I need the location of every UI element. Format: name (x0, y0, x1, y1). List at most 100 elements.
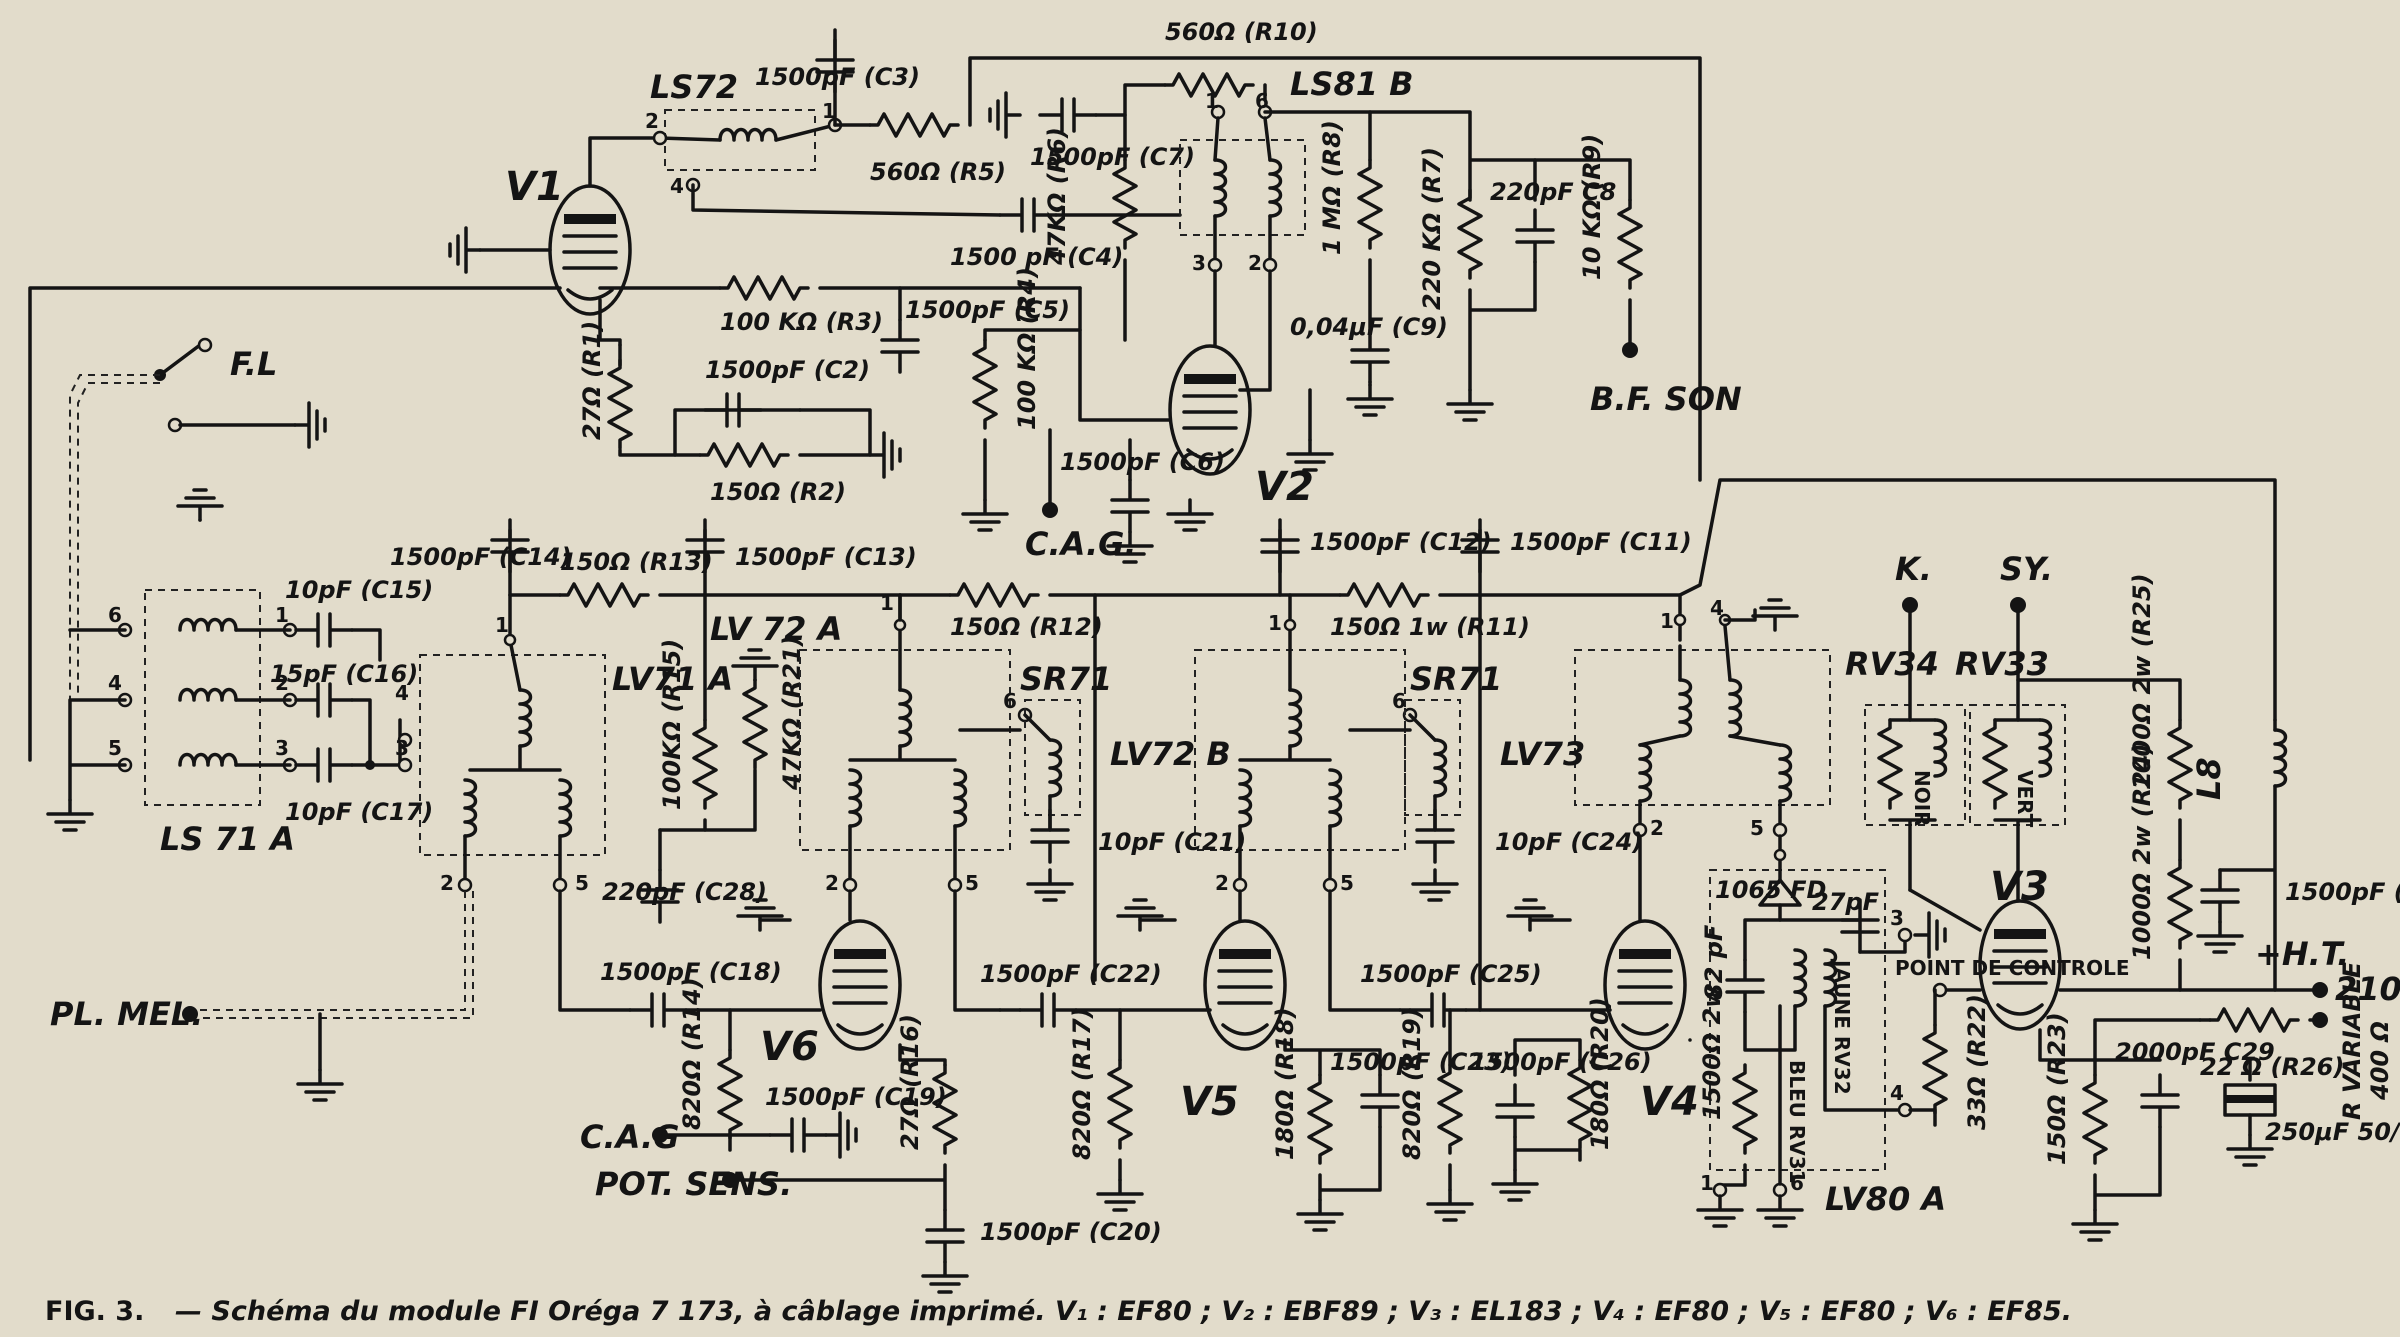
lv72a-pin5: 5 (965, 871, 979, 895)
lv73-pin4: 4 (1710, 596, 1724, 620)
ht-bus: 150Ω (R13) 150Ω (R12) 150Ω 1w (R11) 1500… (390, 478, 2277, 722)
r11-label: 150Ω 1w (R11) (1330, 613, 1530, 641)
caption-text: — Schéma du module FI Oréga 7 173, à câb… (175, 1296, 2072, 1327)
rv34-box (1864, 704, 1966, 826)
r18-label: 180Ω (R18) (1271, 1007, 1299, 1160)
c17-label: 10pF (C17) (285, 798, 433, 826)
ls72-label: LS72 (650, 68, 738, 106)
c13-label: 1500pF (C13) (735, 543, 917, 571)
ls71a-pin2: 2 (275, 671, 289, 695)
c19-label: 1500pF (C19) (765, 1083, 947, 1111)
r23-label: 150Ω (R23) (2043, 1012, 2071, 1165)
c28-label: 220pF (C28) (602, 878, 767, 906)
c25-label: 1500pF (C25) (1360, 960, 1542, 988)
pot-sens-label: POT. SENS. (595, 1165, 792, 1203)
210v-label: 210v. (2335, 970, 2400, 1008)
ls81b-box (1179, 139, 1306, 236)
rv33-label: RV33 (1955, 645, 2049, 683)
r15-label: 100KΩ (R15) (658, 639, 686, 810)
noir-label: NOIR (1910, 770, 1934, 827)
c30-label: 250μF 50/60v. (C30) (2265, 1118, 2400, 1146)
r10-label: 560Ω (R10) (1165, 18, 1318, 46)
v1-label: V1 (505, 164, 564, 210)
r14-label: 820Ω (R14) (678, 977, 706, 1130)
r8-label: 1 MΩ (R8) (1318, 120, 1346, 255)
lv73-label: LV73 (1500, 735, 1585, 773)
c20-label: 1500pF (C20) (980, 1218, 1162, 1246)
caption: FIG. 3. — Schéma du module FI Oréga 7 17… (45, 1296, 2072, 1327)
fl-label: F.L (230, 345, 277, 383)
r16-label: 27Ω (R16) (896, 1014, 924, 1150)
v2-stage: V2 100 KΩ (R4) C.A.G. 1500pF (C6) 1500pF… (961, 18, 1742, 564)
c24-label: 10pF (C24) (1495, 828, 1643, 856)
lv80a-pin3: 3 (1890, 906, 1904, 930)
bf-son-label: B.F. SON (1590, 380, 1742, 418)
v4-label: V4 (1640, 1079, 1699, 1125)
lv72b-box (1194, 649, 1406, 851)
ls71a-pin5: 5 (108, 736, 122, 760)
lv72b-pin6: 6 (1392, 689, 1406, 713)
ls71a-pin4: 4 (108, 671, 122, 695)
c82-label: 82 pF (1700, 924, 1728, 1000)
v6-label: V6 (760, 1024, 819, 1070)
sr71a-box (1024, 699, 1081, 816)
ls81b-pin3: 3 (1192, 251, 1206, 275)
v5-stage: LV72 B 1 2 5 6 SR71 10pF (C21) V5 820Ω (… (1068, 593, 1542, 1232)
c11-label: 1500pF (C11) (1510, 528, 1692, 556)
lv73-pin1: 1 (1660, 609, 1674, 633)
agc-network: 100KΩ (R15) 47KΩ (R21) LV 72 A 220pF (C2… (602, 593, 842, 924)
ls81b-pin6: 6 (1255, 89, 1269, 113)
v4-stage: 820Ω (R19) LV73 1 4 2 5 10pF (C24) V4 15… (1398, 593, 1831, 1222)
k-label: K. (1895, 550, 1932, 588)
ls72-pin1: 1 (822, 99, 836, 123)
lv73-pin2: 2 (1650, 816, 1664, 840)
lv72b-pin1: 1 (1268, 611, 1282, 635)
pl-mel-label: PL. MEL. (50, 995, 203, 1033)
rv34-label: RV34 (1845, 645, 1939, 683)
ls71a-pin3: 3 (275, 736, 289, 760)
c4-label: 1500 pF (C4) (950, 243, 1123, 271)
lv80a-pin1: 1 (1700, 1171, 1714, 1195)
c6-label: 1500pF (C6) (1060, 448, 1225, 476)
sr71b-label: SR71 (1410, 660, 1502, 698)
lv71a-pin3: 3 (395, 736, 409, 760)
ls71a-label: LS 71 A (160, 820, 295, 858)
r17-label: 820Ω (R17) (1068, 1007, 1096, 1160)
lv72b-pin2: 2 (1215, 871, 1229, 895)
c27-label: 27pF (1812, 888, 1880, 916)
lv71a-label: LV71 A (612, 660, 733, 698)
lv72a-label: LV 72 A (710, 610, 842, 648)
r3-label: 100 KΩ (R3) (720, 308, 883, 336)
c8-label: 220pF C8 (1490, 178, 1616, 206)
c14-label: 1500pF (C14) (390, 543, 572, 571)
c9-label: 0,04μF (C9) (1290, 313, 1448, 341)
ls81b-pin1: 1 (1205, 89, 1219, 113)
v3-stage: K. SY. RV34 RV33 NOIR VERT 1000Ω 2w (R25… (1845, 550, 2400, 1242)
r24-label: 1000Ω 2w (R24) (2128, 743, 2156, 960)
lv72a-box (799, 649, 1011, 851)
r1-label: 27Ω (R1) (578, 321, 606, 440)
lv73-pin5: 5 (1750, 816, 1764, 840)
lv71a-box (419, 654, 606, 856)
c7-label: 1500pF (C7) (1030, 143, 1195, 171)
vert-label: VERT (2013, 770, 2037, 828)
lv72a-pin6: 6 (1003, 689, 1017, 713)
ht-label: +H.T. (2255, 935, 2349, 973)
c29-label: 2000pF C29 (2115, 1038, 2275, 1066)
lv71a-pin2: 2 (440, 871, 454, 895)
c26-label: 1500pF (C26) (1470, 1048, 1652, 1076)
lv73-box (1574, 649, 1831, 806)
ls71a-box (144, 589, 261, 806)
r2-label: 150Ω (R2) (710, 478, 846, 506)
r9-label: 10 KΩ (R9) (1578, 134, 1606, 280)
c15-label: 10pF (C15) (285, 576, 433, 604)
c18-label: 1500pF (C18) (600, 958, 782, 986)
r19-label: 820Ω (R19) (1398, 1007, 1426, 1160)
lv71a-pin4: 4 (395, 681, 409, 705)
c16-label: 15pF (C16) (270, 660, 418, 688)
c5-label: 1500pF (C5) (905, 296, 1070, 324)
lv80a-stage: LV80 A 1065 FD 27pF 82 pF BLEU RV31 JAUN… (1696, 834, 1947, 1228)
c2-label: 1500pF (C2) (705, 356, 870, 384)
lv72b-label: LV72 B (1110, 735, 1231, 773)
r6-label: 47KΩ (R6) (1043, 127, 1071, 266)
